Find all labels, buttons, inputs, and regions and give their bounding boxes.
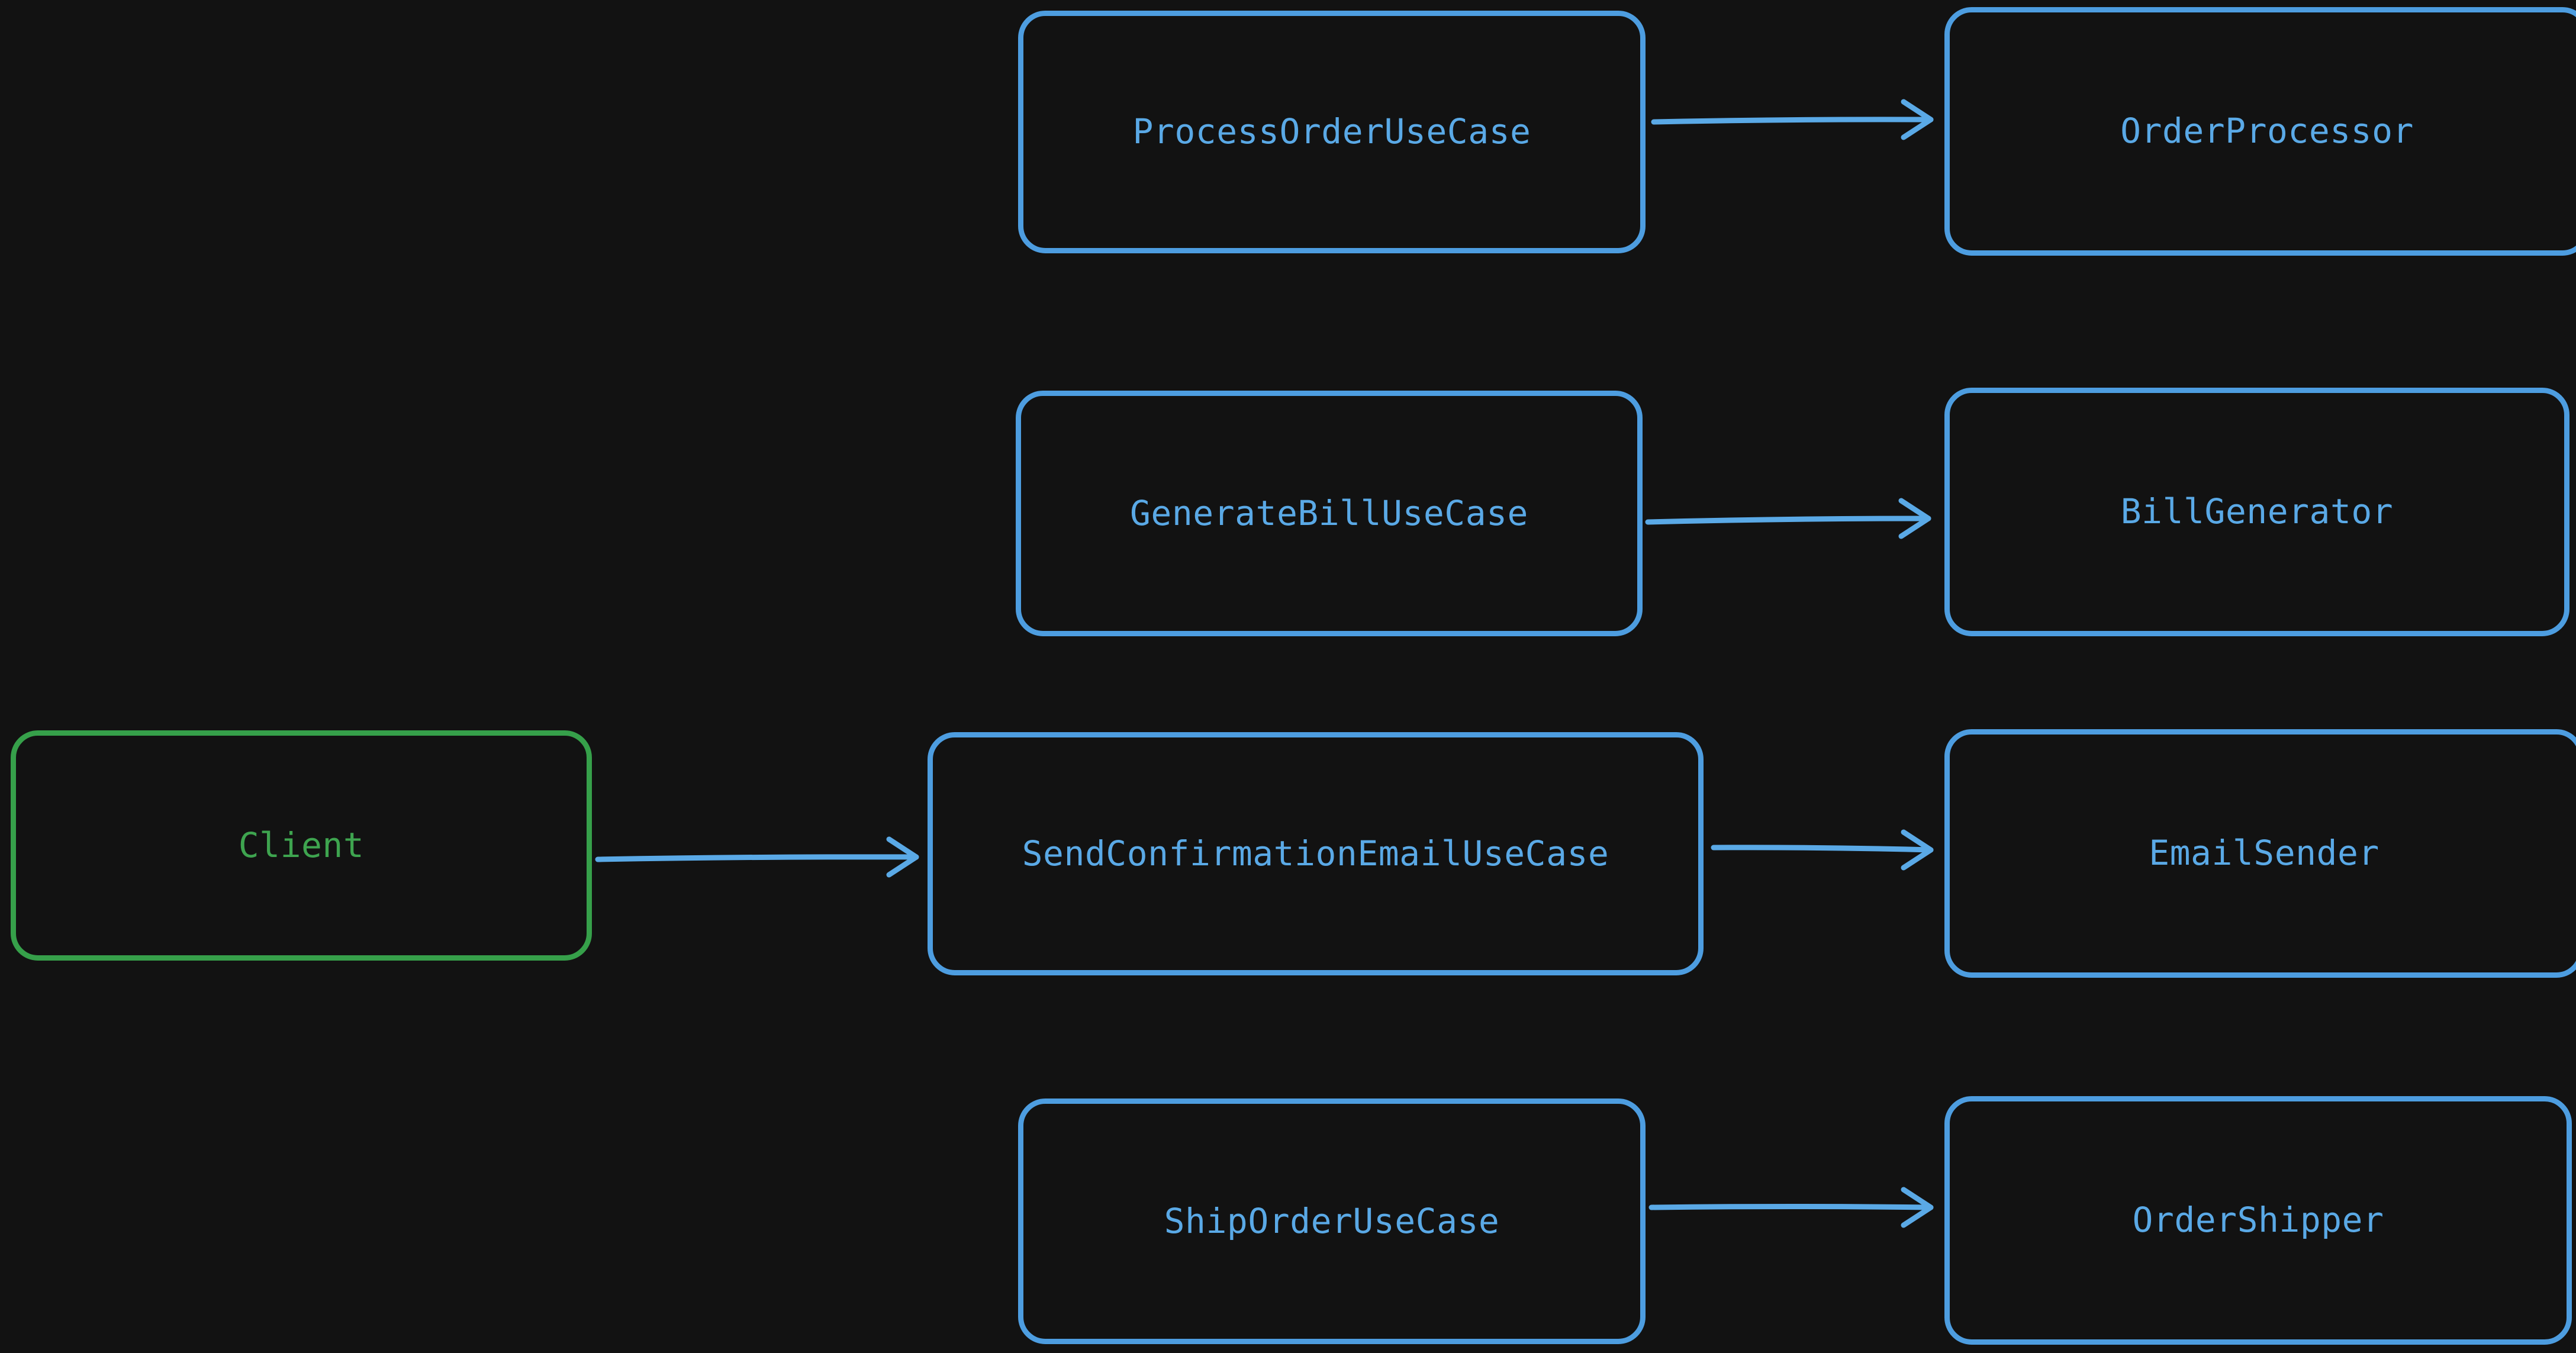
node-email-sender[interactable]: EmailSender [1944,729,2576,978]
node-order-processor[interactable]: OrderProcessor [1944,7,2576,256]
node-ship-order-use-case[interactable]: ShipOrderUseCase [1018,1098,1646,1344]
edge-process-order-to-order-processor [1651,99,1934,140]
edge-send-confirmation-email-to-email-sender [1711,829,1934,871]
edge-arrowhead-icon [1901,99,1934,140]
node-label-process-order-use-case: ProcessOrderUseCase [1132,111,1531,152]
node-process-order-use-case[interactable]: ProcessOrderUseCase [1018,11,1646,253]
edge-line [1645,516,1931,525]
node-generate-bill-use-case[interactable]: GenerateBillUseCase [1016,391,1643,636]
edge-generate-bill-to-bill-generator [1645,498,1931,539]
node-client[interactable]: Client [11,730,592,961]
node-label-order-shipper: OrderShipper [2132,1200,2384,1241]
node-send-confirmation-email-use-case[interactable]: SendConfirmationEmailUseCase [928,732,1704,975]
node-order-shipper[interactable]: OrderShipper [1944,1096,2572,1345]
edge-line [1648,1204,1934,1210]
node-bill-generator[interactable]: BillGenerator [1944,388,2569,636]
edge-arrowhead-icon [1901,829,1934,871]
edge-arrowhead-icon [886,836,919,878]
node-label-send-confirmation-email-use-case: SendConfirmationEmailUseCase [1022,833,1609,874]
node-label-order-processor: OrderProcessor [2120,111,2414,152]
node-label-email-sender: EmailSender [2149,833,2379,874]
edge-client-to-send-confirmation-email [595,836,919,878]
node-label-generate-bill-use-case: GenerateBillUseCase [1130,492,1528,533]
node-label-ship-order-use-case: ShipOrderUseCase [1164,1200,1500,1241]
edge-arrowhead-icon [1901,1187,1934,1228]
edge-line [1651,117,1934,125]
node-label-bill-generator: BillGenerator [2120,491,2394,532]
edge-ship-order-to-order-shipper [1648,1187,1934,1228]
edge-line [595,854,919,862]
edge-arrowhead-icon [1898,498,1931,539]
edge-line [1711,845,1934,853]
node-label-client: Client [238,824,365,865]
